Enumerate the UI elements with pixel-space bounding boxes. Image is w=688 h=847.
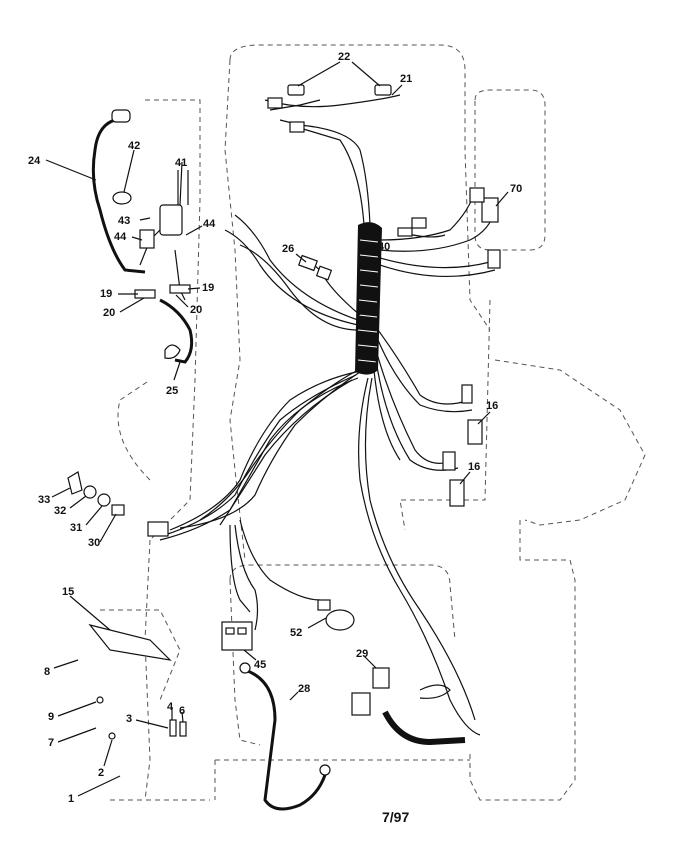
callout-25: 25 (166, 385, 178, 397)
callout-45: 45 (254, 659, 266, 671)
terminal-25 (164, 344, 181, 359)
callout-32: 32 (54, 505, 66, 517)
switch-41 (159, 204, 183, 236)
connector-40-a (411, 217, 427, 229)
callout-20-left: 20 (103, 307, 115, 319)
connector-21-b (289, 121, 305, 133)
socket-32 (83, 485, 97, 499)
callout-29: 29 (356, 648, 368, 660)
part-9 (96, 696, 104, 704)
callout-43: 43 (118, 215, 130, 227)
callout-24: 24 (28, 155, 41, 167)
connector-42 (112, 191, 132, 205)
ring-terminal-24 (111, 109, 131, 123)
connector-70-b (469, 187, 485, 203)
part-4 (169, 719, 177, 737)
connector-16-upper-a (461, 384, 473, 404)
bulb-31 (97, 493, 111, 507)
part-52 (325, 609, 355, 631)
callout-15: 15 (62, 586, 74, 598)
part-15 (88, 623, 172, 661)
callout-28: 28 (298, 683, 310, 695)
part-29 (372, 667, 390, 689)
connector-16-upper (467, 419, 483, 445)
bracket-30 (111, 504, 125, 516)
callout-42: 42 (128, 140, 140, 152)
main-wire-loom (355, 222, 382, 375)
part-6 (179, 721, 187, 737)
part-2 (108, 732, 116, 740)
callout-19-left: 19 (100, 288, 112, 300)
connector-22-right (374, 84, 392, 96)
callout-22: 22 (338, 51, 350, 63)
callout-16-lower: 16 (468, 461, 480, 473)
callout-leaders (45, 61, 509, 797)
battery-cable-28 (244, 668, 327, 811)
callout-8: 8 (44, 666, 50, 678)
callout-26: 26 (282, 243, 294, 255)
connector-16-lower-a (442, 451, 456, 471)
callout-labels: 22 21 70 40 24 42 41 43 44 44 26 19 19 2… (28, 51, 522, 805)
chassis-outline (100, 44, 646, 801)
callout-19-right: 19 (202, 282, 214, 294)
bracket-19-right (169, 284, 191, 294)
connector-70 (481, 197, 499, 223)
callout-6: 6 (179, 705, 185, 717)
callout-44-right: 44 (203, 218, 216, 230)
callout-52: 52 (290, 627, 302, 639)
connector-40-b (397, 227, 413, 237)
callout-4: 4 (167, 701, 174, 713)
connector-16-lower (449, 479, 465, 507)
date-code: 7/97 (382, 809, 409, 825)
lower-wire-loom (382, 710, 466, 746)
ring-terminal-28 (319, 764, 331, 776)
callout-31: 31 (70, 522, 82, 534)
callout-2: 2 (98, 767, 104, 779)
harness-wires (159, 94, 496, 736)
connector-40-c (487, 249, 501, 269)
callout-21: 21 (400, 73, 412, 85)
callout-70: 70 (510, 183, 522, 195)
callout-1: 1 (68, 793, 74, 805)
callout-3: 3 (126, 713, 132, 725)
part-52-clip (317, 599, 331, 611)
left-sub-harness (91, 109, 194, 364)
callout-33: 33 (38, 494, 50, 506)
callout-16-upper: 16 (486, 400, 498, 412)
module-45 (221, 621, 253, 651)
lamp-33 (67, 471, 83, 495)
connector-21-a (267, 97, 283, 109)
connector-22-left (287, 84, 305, 96)
callout-30: 30 (88, 537, 100, 549)
connector-lower-loom (351, 692, 371, 716)
callout-9: 9 (48, 711, 54, 723)
callout-41: 41 (175, 157, 187, 169)
callout-20-right: 20 (190, 304, 202, 316)
callout-44-left: 44 (114, 231, 127, 243)
connector-lamp (147, 521, 169, 537)
switch-43 (139, 229, 155, 249)
callout-7: 7 (48, 737, 54, 749)
connector-26-b (315, 265, 333, 281)
callout-40: 40 (378, 241, 390, 253)
harness-components (67, 84, 501, 811)
